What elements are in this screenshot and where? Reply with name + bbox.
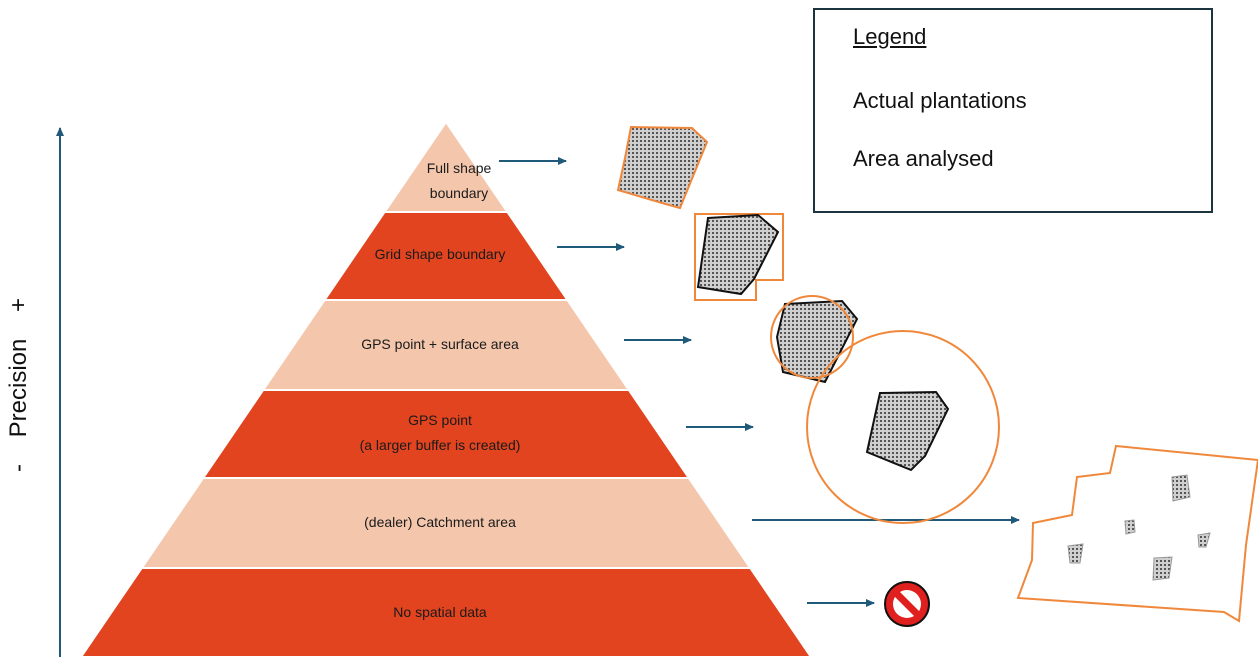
no-data-icon xyxy=(884,581,930,627)
grid-boundary-outline xyxy=(694,213,784,301)
plantation-polygon-icon xyxy=(865,390,950,472)
tier-label-line: GPS point xyxy=(408,412,472,428)
tier-label-line: GPS point + surface area xyxy=(361,336,519,352)
plantation-polygon-icon xyxy=(696,213,780,296)
legend-item-area-analysed: Area analysed xyxy=(853,146,994,171)
precision-axis-label: - Precision + xyxy=(5,297,32,472)
tier-label-no-data: No spatial data xyxy=(290,600,590,625)
plantation-polygon-icon xyxy=(1152,556,1173,581)
plantation-polygon-icon xyxy=(1067,543,1084,564)
tier-label-line: boundary xyxy=(429,185,489,201)
plantation-polygon-icon xyxy=(1171,474,1191,502)
analysed-circle-icon xyxy=(806,330,1000,524)
gps-point-illustration xyxy=(806,330,1000,524)
tier-label-gps-point: GPS point (a larger buffer is created) xyxy=(290,408,590,458)
plantation-polygon-icon xyxy=(1197,532,1211,548)
catchment-illustration xyxy=(1016,444,1258,623)
tier-arrows xyxy=(499,157,1020,607)
tier-no-data xyxy=(79,567,813,658)
tier-label-gps-surface: GPS point + surface area xyxy=(290,332,590,357)
tier-label-line: Grid shape boundary xyxy=(374,246,506,262)
legend-box: Legend Actual plantations Area analysed xyxy=(813,8,1213,213)
full-shape-illustration xyxy=(616,125,709,210)
legend-item-plantations: Actual plantations xyxy=(853,88,1027,113)
tier-label-line: (a larger buffer is created) xyxy=(359,437,521,453)
tier-label-catchment: (dealer) Catchment area xyxy=(290,510,590,535)
analysed-circle-icon xyxy=(770,295,854,379)
plantation-polygon-icon xyxy=(616,125,709,210)
tier-label-line: (dealer) Catchment area xyxy=(364,514,516,530)
tier-label-line: No spatial data xyxy=(393,604,487,620)
catchment-boundary xyxy=(1016,444,1258,623)
legend-title: Legend xyxy=(853,24,927,49)
plantation-polygon-icon xyxy=(1124,519,1136,535)
tier-label-full-shape: Full shape boundary xyxy=(399,156,519,206)
pyramid xyxy=(79,120,813,658)
tier-label-line: Full shape xyxy=(426,160,492,176)
gps-surface-illustration xyxy=(770,295,859,384)
grid-shape-illustration xyxy=(694,213,784,301)
tier-label-grid-shape: Grid shape boundary xyxy=(330,242,550,267)
plantation-polygon-icon xyxy=(775,299,859,384)
